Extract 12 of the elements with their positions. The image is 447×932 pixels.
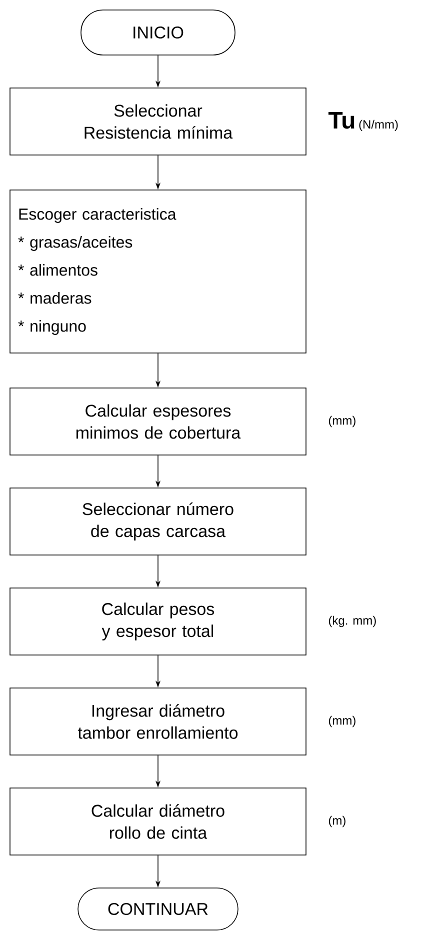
process-box: Ingresar diámetro tambor enrollamiento [10, 688, 306, 756]
unit-label: (kg. mm) [328, 616, 376, 628]
process-box: Escoger caracteristica * grasas/aceites * alimentos * maderas * ninguno [10, 190, 306, 354]
process-box: Calcular pesos y espesor total [10, 588, 306, 656]
process-box: Calcular espesores minimos de cobertura [10, 388, 306, 456]
unit-label: Tu (N/mm) [328, 112, 398, 131]
unit-label: (mm) [328, 716, 356, 728]
process-box: Seleccionar número de capas carcasa [10, 488, 306, 556]
process-box: Seleccionar Resistencia mínima [10, 88, 306, 156]
unit-label: (m) [328, 816, 346, 828]
process-box: Calcular diámetro rollo de cinta [10, 788, 306, 856]
unit-label: (mm) [328, 416, 356, 428]
